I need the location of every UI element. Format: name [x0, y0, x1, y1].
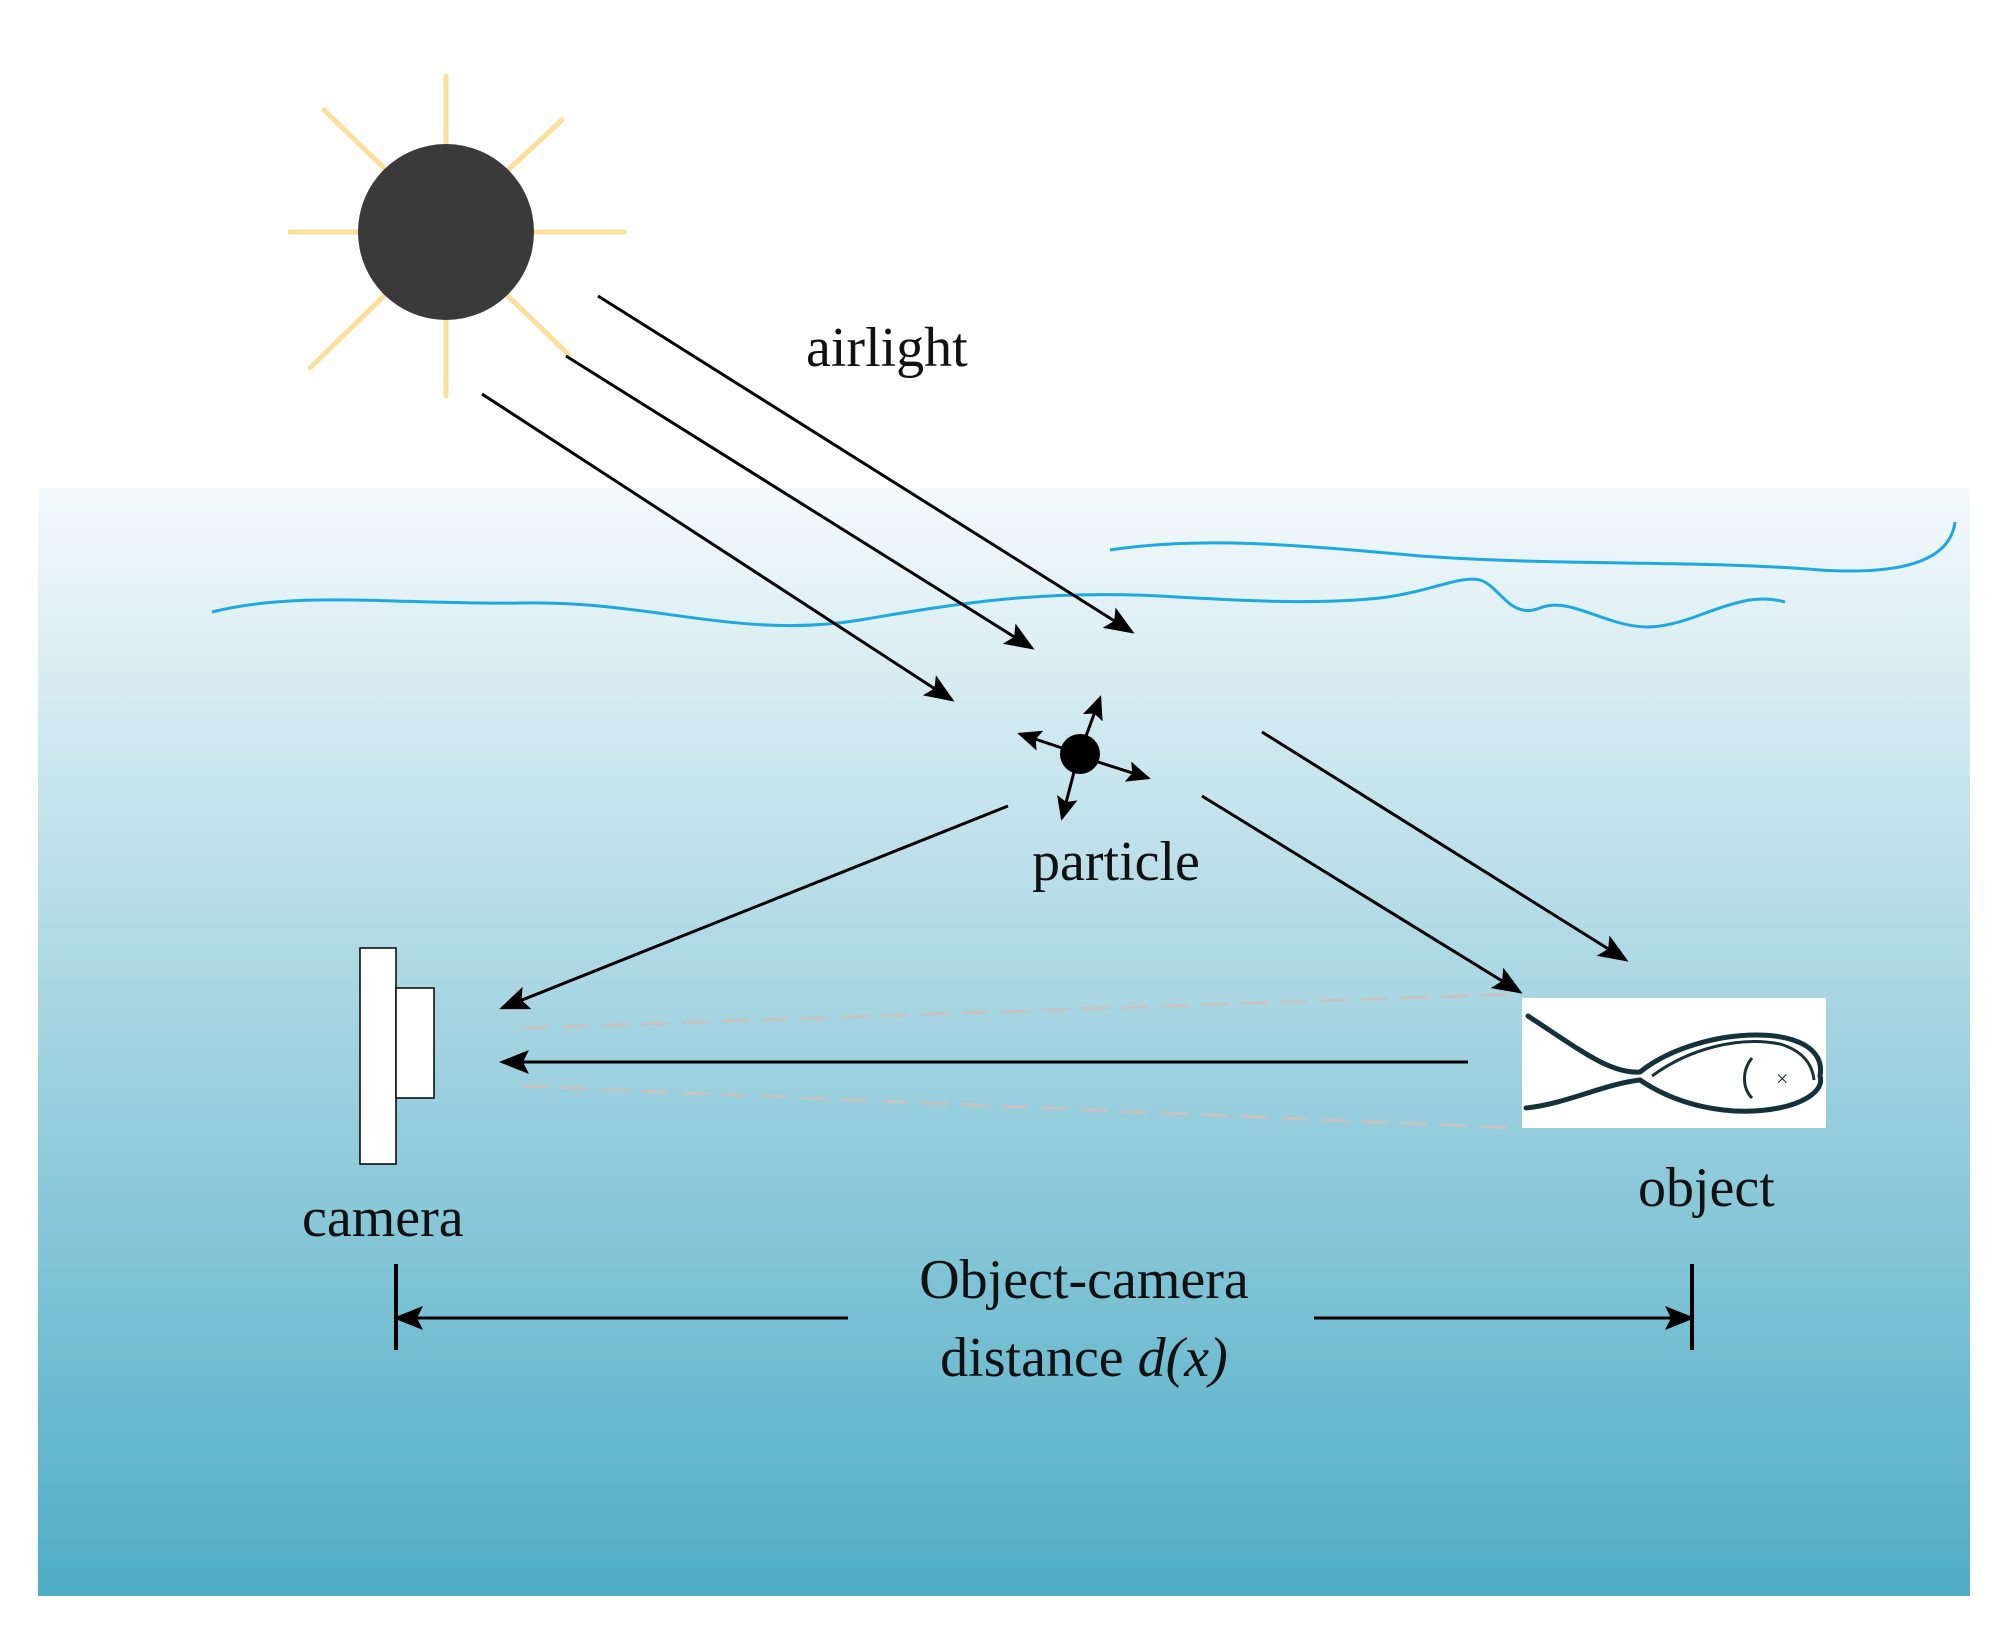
ray-2 [565, 354, 1035, 650]
object-label: object [1638, 1157, 1775, 1219]
fish-eye-mark: × [1776, 1066, 1788, 1091]
scattered-ray-to-camera [499, 804, 1009, 1010]
camera-icon [359, 947, 435, 1165]
water-surface-waves [211, 521, 1957, 629]
wave-left [211, 577, 1786, 629]
airlight-label: airlight [806, 317, 968, 379]
distance-label-line2: distance d(x) [940, 1327, 1228, 1389]
particle-icon [1017, 695, 1151, 821]
ray-1 [481, 392, 955, 702]
particle-label: particle [1032, 831, 1200, 893]
sun-icon [287, 73, 627, 399]
distance-dimension [393, 1264, 1695, 1350]
distance-symbol: d(x) [1138, 1327, 1228, 1389]
fish-icon: × [1522, 998, 1826, 1128]
ray-4 [1261, 730, 1629, 962]
ray-5 [1201, 794, 1523, 994]
distance-label-prefix: distance [940, 1327, 1137, 1389]
ray-3 [597, 294, 1135, 634]
distance-label-line1: Object-camera [919, 1249, 1249, 1311]
airlight-rays [481, 294, 1629, 994]
beam-boundaries [521, 992, 1521, 1130]
camera-label: camera [302, 1187, 464, 1249]
wave-right [1109, 521, 1957, 573]
